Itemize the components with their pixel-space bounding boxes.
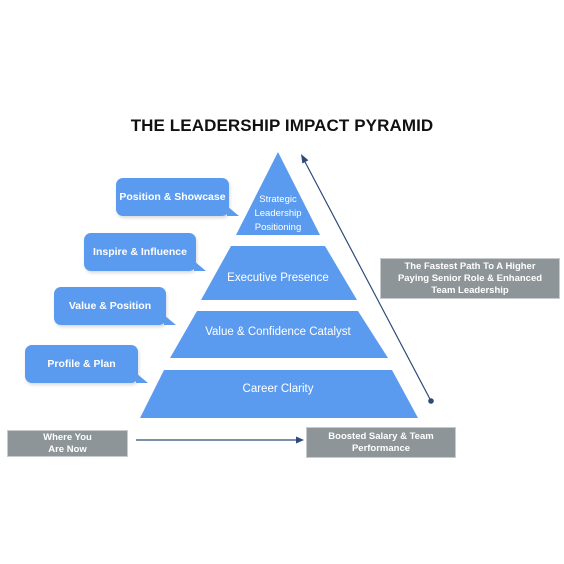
layer-label-value-confidence: Value & Confidence Catalyst [205,326,351,338]
bubble-tail [164,315,176,325]
bubble-label: Value & Position [68,300,152,312]
ascent-arrow-head [301,154,309,164]
outcome-box: The Fastest Path To A Higher Paying Seni… [380,258,560,299]
outcome-box-label: The Fastest Path To A Higher Paying Seni… [397,260,543,296]
bubble-label: Profile & Plan [47,358,116,370]
bubble-label: Inspire & Influence [93,246,187,258]
bubble-inspire-influence: Inspire & Influence [84,233,206,271]
end-box: Boosted Salary & Team Performance [306,427,456,458]
bubble-tail [194,261,206,271]
ascent-arrow-dot [428,398,434,404]
start-box-label: Where You Are Now [43,431,92,455]
bubble-profile-plan: Profile & Plan [25,345,148,383]
layer-label-career-clarity: Career Clarity [242,383,314,395]
start-box: Where You Are Now [7,430,128,457]
progress-arrow-head [296,436,304,444]
pyramid-layer-top [236,152,320,235]
layer-label-executive-presence: Executive Presence [227,272,329,284]
bubble-label: Position & Showcase [119,191,226,203]
layer-label-top: Strategic Leadership Positioning [254,194,302,233]
pyramid-layer-base [140,370,418,418]
bubble-tail [227,206,239,216]
ascent-arrow-line [303,159,432,402]
pyramid-layer-2 [201,246,357,300]
diagram-title: THE LEADERSHIP IMPACT PYRAMID [130,116,434,135]
bubble-position-showcase: Position & Showcase [116,178,239,216]
end-box-label: Boosted Salary & Team Performance [328,430,434,454]
bubble-value-position: Value & Position [54,287,176,325]
bubble-tail [136,373,148,383]
pyramid-layer-3 [170,311,388,358]
